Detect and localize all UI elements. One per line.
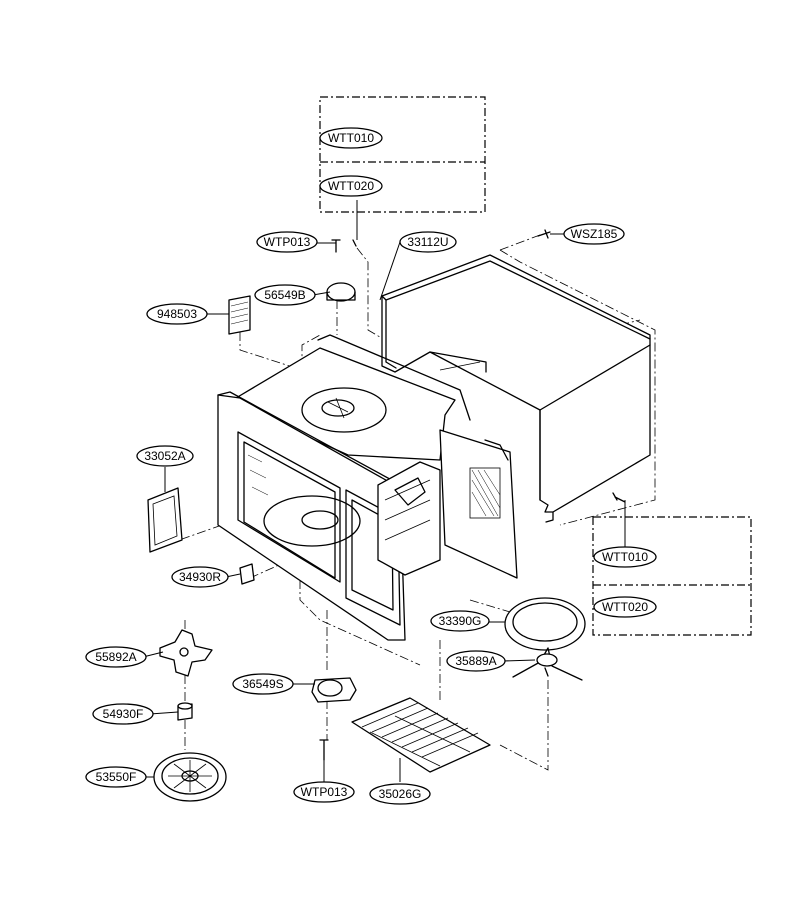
label-oval bbox=[171, 566, 229, 588]
part-number-text: 56549B bbox=[264, 288, 305, 302]
label-oval bbox=[369, 783, 431, 805]
label-35026g: 35026G bbox=[369, 783, 431, 805]
outer-cabinet bbox=[381, 254, 651, 523]
label-oval bbox=[319, 127, 383, 149]
part-number-text: WTT010 bbox=[602, 550, 648, 564]
label-55892a: 55892A bbox=[85, 646, 147, 668]
oven-cavity bbox=[217, 334, 518, 641]
label-56549b: 56549B bbox=[254, 284, 316, 306]
part-number-text: 33052A bbox=[144, 449, 185, 463]
label-54930f: 54930F bbox=[92, 703, 154, 725]
label-oval bbox=[563, 223, 625, 245]
label-36549s: 36549S bbox=[232, 673, 294, 695]
part-number-text: 35889A bbox=[455, 654, 496, 668]
label-wtt010-top: WTT010 bbox=[319, 127, 383, 149]
label-948503: 948503 bbox=[146, 303, 208, 325]
part-number-text: WTP013 bbox=[264, 235, 311, 249]
label-wtp013-bottom: WTP013 bbox=[293, 781, 355, 803]
label-oval bbox=[92, 703, 154, 725]
label-oval bbox=[254, 284, 316, 306]
label-wtt020-right: WTT020 bbox=[593, 596, 657, 618]
part-number-text: 53550F bbox=[96, 770, 137, 784]
label-33112u: 33112U bbox=[399, 231, 457, 253]
part-number-text: 33112U bbox=[407, 235, 448, 249]
label-33052a: 33052A bbox=[136, 445, 194, 467]
label-wtp013-top: WTP013 bbox=[256, 231, 318, 253]
part-number-text: 55892A bbox=[95, 650, 136, 664]
part-number-text: 33390G bbox=[439, 614, 482, 628]
label-wtt010-right: WTT010 bbox=[593, 546, 657, 568]
label-34930r: 34930R bbox=[171, 566, 229, 588]
reference-boxes bbox=[319, 96, 752, 636]
part-number-text: WSZ185 bbox=[571, 227, 618, 241]
label-oval bbox=[85, 646, 147, 668]
label-oval bbox=[146, 303, 208, 325]
label-wsz185: WSZ185 bbox=[563, 223, 625, 245]
label-53550f: 53550F bbox=[85, 766, 147, 788]
label-oval bbox=[593, 596, 657, 618]
part-shapes bbox=[147, 229, 626, 802]
label-oval bbox=[399, 231, 457, 253]
label-33390g: 33390G bbox=[430, 610, 490, 632]
part-number-text: 34930R bbox=[179, 570, 221, 584]
part-number-text: 35026G bbox=[379, 787, 422, 801]
label-oval bbox=[319, 175, 383, 197]
label-oval bbox=[430, 610, 490, 632]
label-oval bbox=[85, 766, 147, 788]
label-oval bbox=[446, 650, 506, 672]
part-number-text: WTT020 bbox=[602, 600, 648, 614]
part-number-text: WTT010 bbox=[328, 131, 374, 145]
label-oval bbox=[293, 781, 355, 803]
part-number-text: 54930F bbox=[103, 707, 144, 721]
part-number-text: 36549S bbox=[242, 677, 283, 691]
part-number-text: 948503 bbox=[157, 307, 197, 321]
part-number-text: WTT020 bbox=[328, 179, 374, 193]
label-wtt020-top: WTT020 bbox=[319, 175, 383, 197]
label-oval bbox=[232, 673, 294, 695]
label-oval bbox=[256, 231, 318, 253]
label-35889a: 35889A bbox=[446, 650, 506, 672]
label-oval bbox=[136, 445, 194, 467]
label-oval bbox=[593, 546, 657, 568]
part-number-text: WTP013 bbox=[301, 785, 348, 799]
